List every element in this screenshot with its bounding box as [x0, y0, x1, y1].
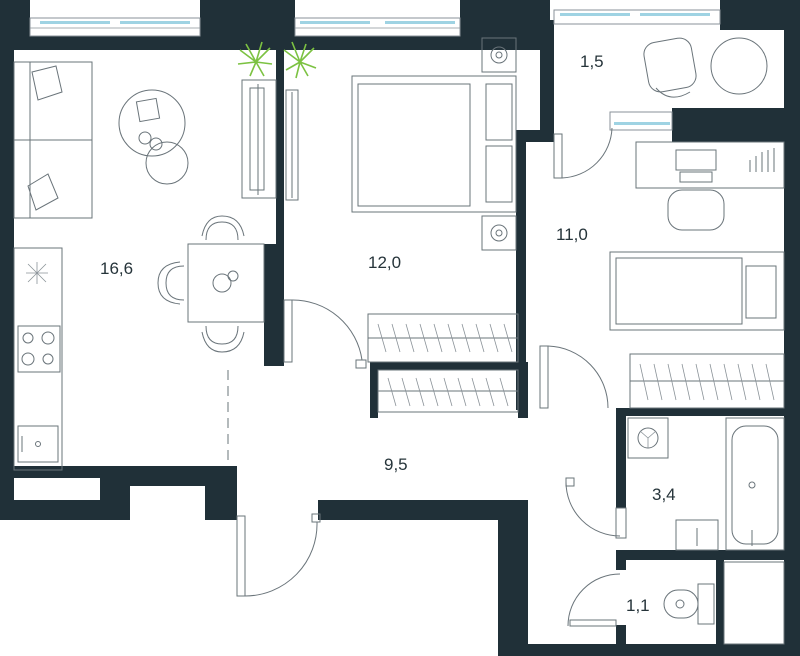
sink-icon: [675, 519, 719, 551]
coffee-table-icon: [118, 89, 189, 185]
sofa-icon: [13, 61, 93, 219]
area-label-toilet: 1,1: [626, 596, 650, 615]
balcony-table-icon: [710, 37, 768, 95]
wall-partition: [264, 244, 284, 366]
wall-segment: [616, 408, 800, 416]
door-icon: [565, 477, 627, 539]
window-icon: [609, 111, 673, 131]
window-icon: [294, 17, 461, 37]
nightstand-icon: [481, 37, 517, 73]
wardrobe-icon: [377, 369, 519, 413]
plant-icon: [283, 41, 317, 79]
room-toilet: 1,1: [626, 561, 785, 645]
wall-top: [0, 36, 550, 50]
wall-segment: [518, 362, 528, 418]
washing-machine-icon: [627, 417, 669, 459]
room-hallway: 9,5: [227, 369, 519, 474]
fridge-star-icon: [26, 262, 48, 284]
area-label-balcony: 1,5: [580, 52, 604, 71]
wall-segment: [0, 0, 30, 40]
bathtub-icon: [725, 417, 785, 551]
double-bed-icon: [351, 75, 517, 213]
room-bedroom-2: 11,0: [556, 141, 785, 409]
wall-segment: [0, 466, 125, 478]
wall-segment: [540, 20, 554, 130]
toilet-icon: [663, 583, 715, 625]
wall-segment: [318, 500, 518, 520]
tv-stand-icon: [241, 79, 277, 199]
single-bed-icon: [609, 251, 785, 331]
windows: [29, 9, 721, 131]
mirror-icon: [285, 89, 299, 201]
wall-segment: [616, 550, 800, 560]
area-label-hallway: 9,5: [384, 455, 408, 474]
dining-table-icon: [157, 215, 265, 353]
wall-segment: [672, 108, 784, 142]
plant-icon: [237, 41, 273, 77]
balcony-chair-icon: [643, 37, 697, 98]
wall-segment: [0, 500, 125, 520]
wall-segment: [616, 625, 626, 656]
area-label-kitchen-living: 16,6: [100, 259, 133, 278]
wall-bottom: [498, 644, 800, 656]
wall-left: [0, 36, 14, 470]
area-label-bathroom: 3,4: [652, 485, 676, 504]
door-icon: [567, 573, 621, 627]
window-icon: [29, 17, 201, 37]
desk-icon: [635, 141, 785, 231]
wall-segment: [125, 466, 225, 486]
wall-segment: [370, 362, 378, 418]
door-icon: [539, 345, 609, 409]
utility-niche: [723, 561, 785, 645]
wall-segment: [616, 550, 626, 570]
window-icon: [553, 9, 721, 25]
wall-partition: [276, 36, 284, 366]
area-label-bedroom: 12,0: [368, 253, 401, 272]
wall-segment: [200, 0, 295, 40]
kitchen-counter: [13, 247, 63, 471]
wall-segment: [370, 362, 526, 370]
room-bathroom: 3,4: [627, 417, 785, 551]
area-label-bedroom-2: 11,0: [556, 225, 588, 244]
wall-right: [784, 30, 800, 656]
stove-icon: [17, 325, 61, 373]
doors: [236, 127, 627, 627]
wall-segment: [720, 20, 784, 30]
door-icon: [283, 299, 367, 369]
wall-segment: [716, 556, 724, 656]
door-icon: [553, 127, 613, 179]
nightstand-icon: [481, 215, 517, 251]
wall-partition: [516, 130, 526, 410]
wall-segment: [498, 500, 528, 656]
wall-segment: [460, 0, 550, 40]
sink-icon: [17, 425, 59, 463]
wall-segment: [616, 408, 626, 508]
wall-segment: [520, 130, 554, 142]
entrance-door-icon[interactable]: [236, 513, 321, 597]
wall-segment: [205, 466, 237, 520]
room-balcony: 1,5: [580, 37, 768, 98]
wardrobe-icon: [367, 313, 519, 363]
wardrobe-icon: [629, 353, 785, 409]
room-kitchen-living: 16,6: [13, 41, 277, 471]
room-bedroom: 12,0: [283, 37, 519, 363]
